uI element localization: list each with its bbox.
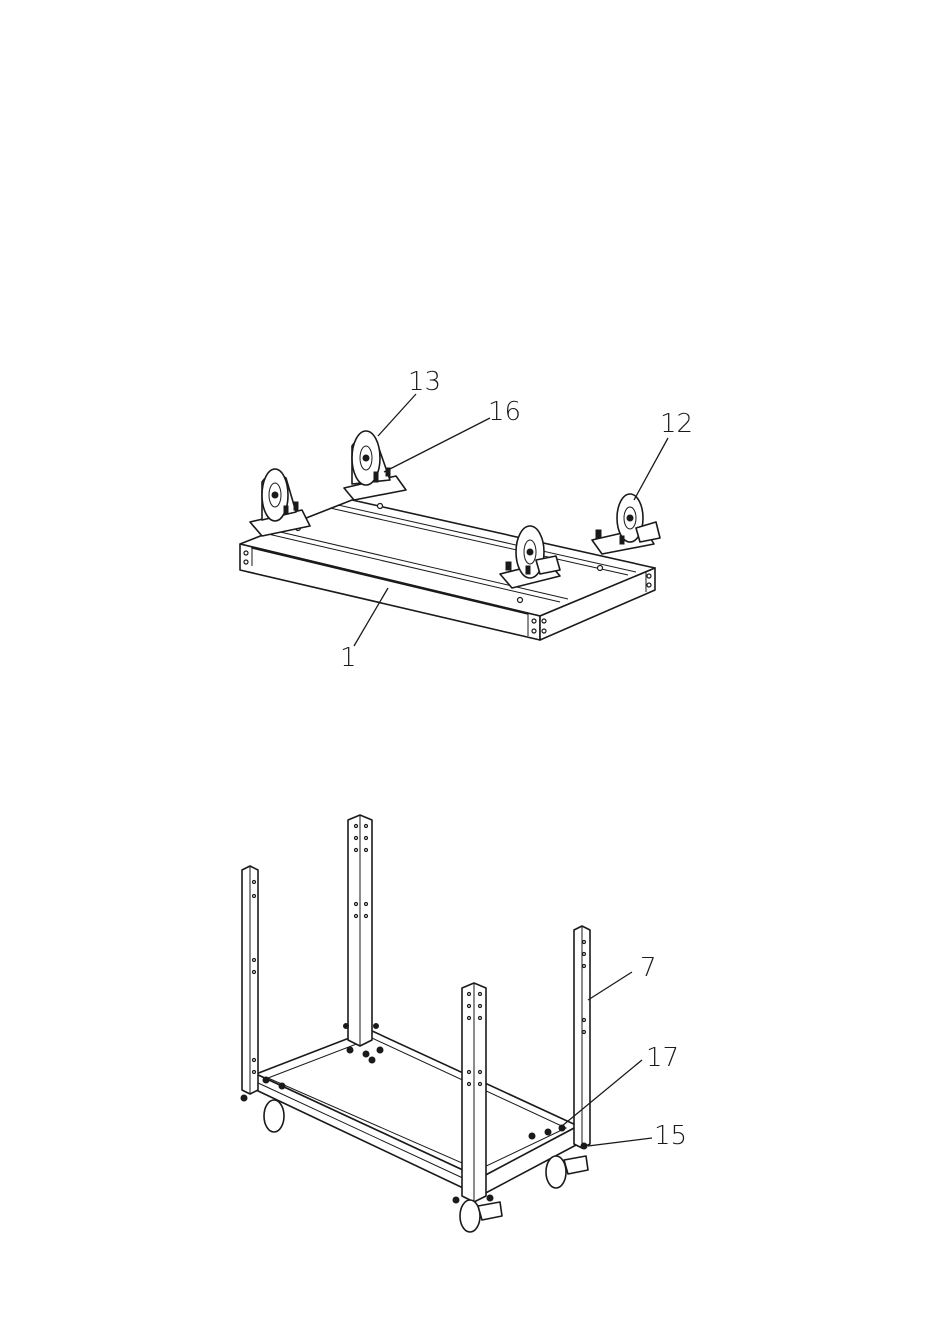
- callout-7: 7: [640, 953, 657, 983]
- upright-rear-center: [348, 815, 372, 1046]
- leader-7: [588, 972, 632, 1000]
- upright-rear-left: [242, 866, 258, 1094]
- callout-17: 17: [646, 1043, 679, 1073]
- bolt-part-15: [581, 1143, 587, 1149]
- callout-15: 15: [654, 1121, 687, 1151]
- upright-front-right: [462, 983, 486, 1202]
- leader-15: [588, 1138, 652, 1146]
- base-frame: [256, 1030, 578, 1196]
